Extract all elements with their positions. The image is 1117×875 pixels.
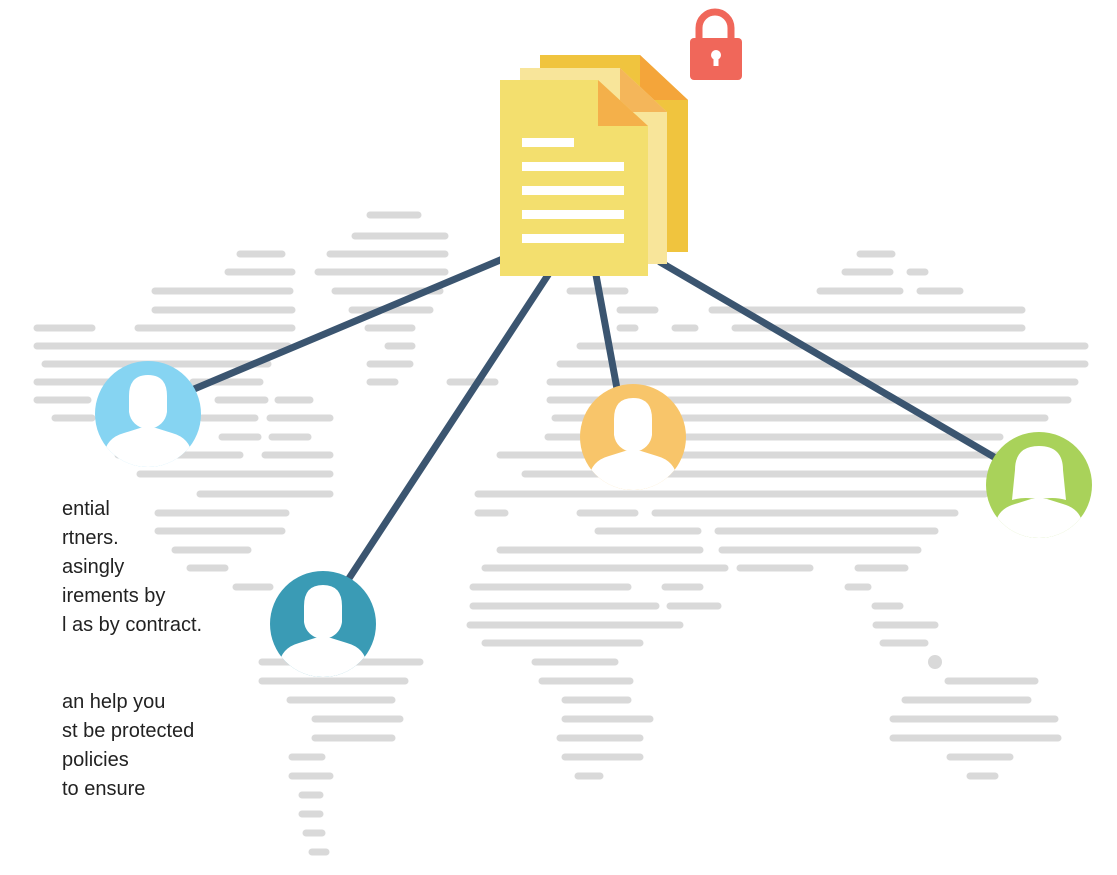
paragraph-2-line-2: st be protected xyxy=(62,720,195,742)
connector-line-light-blue xyxy=(164,254,509,404)
paragraph-2-line-4: to ensure xyxy=(62,778,146,800)
connector-line-green xyxy=(656,258,1034,482)
paragraph-1: ential rtners. asingly irements by l as … xyxy=(0,495,202,640)
paragraph-2: an help you st be protected policies to … xyxy=(0,688,194,804)
connector-line-teal xyxy=(321,271,552,619)
connector-lines xyxy=(164,254,1034,619)
user-avatar-light-blue xyxy=(95,361,201,467)
paragraph-1-line-2: rtners. xyxy=(62,527,119,549)
paragraph-1-line-5: l as by contract. xyxy=(62,614,203,636)
paragraph-2-line-3: policies xyxy=(62,749,129,771)
map-dot xyxy=(928,655,942,669)
user-avatar-green xyxy=(986,432,1092,538)
user-avatar-orange xyxy=(580,384,686,490)
paragraph-1-line-3: asingly xyxy=(62,556,125,578)
paragraph-1-line-1: ential xyxy=(62,498,110,520)
document-stack-icon xyxy=(500,55,688,276)
lock-icon xyxy=(690,8,742,80)
paragraph-1-line-4: irements by xyxy=(62,585,166,607)
paragraph-2-line-1: an help you xyxy=(62,691,166,713)
world-map-dashes xyxy=(33,211,1089,856)
user-avatar-teal xyxy=(270,571,376,677)
